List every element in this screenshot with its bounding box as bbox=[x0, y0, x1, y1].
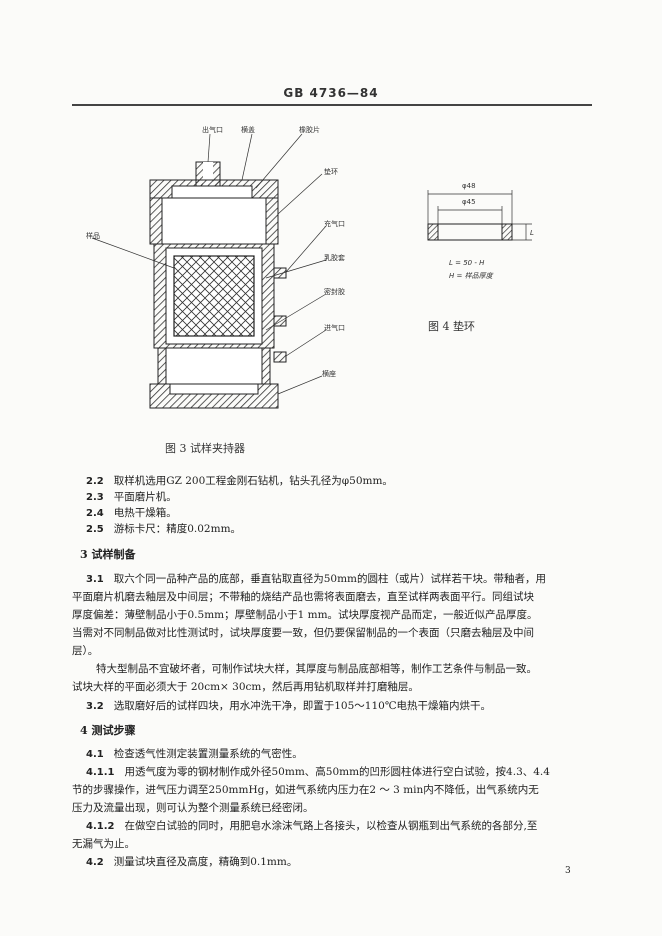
clause-3-2: 选取磨好后的试样四块，用水冲洗干净，即置于105～110℃电热干燥箱内烘干。 bbox=[113, 700, 492, 712]
clause-4-1-2-line2: 无漏气为止。 bbox=[72, 838, 135, 850]
dim-outer-diameter: φ48 bbox=[462, 182, 476, 190]
clause-3-1-line2: 平面磨片机磨去釉层及中间层；不带釉的烧结产品也需将表面磨去，直至试样两表面平行。… bbox=[72, 591, 534, 603]
figure-4-diagram bbox=[427, 190, 532, 241]
clause-2-2: 取样机选用GZ 200工程金刚石钻机，钻头孔径为φ50mm。 bbox=[113, 475, 393, 487]
clause-number: 4.2 bbox=[86, 857, 104, 868]
clause-3-1-line5: 层）。 bbox=[72, 645, 99, 657]
clause-4-1-1-line2: 节的步骤操作，进气压力调至250mmHg，如进气系统内压力在2 ～ 3 min内… bbox=[72, 784, 539, 796]
label-inflate-port: 充气口 bbox=[324, 220, 345, 228]
label-outlet: 出气口 bbox=[202, 126, 223, 134]
clause-4-1: 检查透气性测定装置测量系统的气密性。 bbox=[113, 748, 303, 760]
clause-3-1-line1: 取六个同一品种产品的底部，垂直钻取直径为50mm的圆柱（或片）试样若干块。带釉者… bbox=[113, 573, 547, 585]
page-header: GB 4736—84 bbox=[283, 86, 379, 100]
gasket-formula-note: H = 样品厚度 bbox=[449, 272, 493, 280]
clause-number: 2.3 bbox=[86, 492, 104, 503]
figure-4-caption: 图 4 垫环 bbox=[428, 320, 475, 333]
clause-2-4: 电热干燥箱。 bbox=[113, 507, 177, 519]
clause-3-1-line3: 厚度偏差：薄壁制品小于0.5mm；厚壁制品小于1 mm。试块厚度视产品而定，一般… bbox=[72, 609, 538, 621]
clause-number: 4.1.1 bbox=[86, 767, 115, 778]
clause-3-1-para2-line2: 试块大样的平面必须大于 20cm× 30cm，然后再用钻机取样并打磨釉层。 bbox=[72, 681, 419, 693]
label-gasket: 垫环 bbox=[324, 168, 338, 176]
gasket-formula: L = 50 - H bbox=[449, 259, 485, 267]
section-3-heading: 3 试样制备 bbox=[80, 548, 136, 561]
clause-number: 2.5 bbox=[86, 524, 104, 535]
clause-3-1-line4: 当需对不同制品做对比性测试时，试块厚度要一致，但仍要保留制品的一个表面（只磨去釉… bbox=[72, 627, 534, 639]
header-rule bbox=[72, 104, 592, 106]
figure-3-caption: 图 3 试样夹持器 bbox=[165, 442, 245, 455]
clause-number: 4.1 bbox=[86, 749, 104, 760]
label-cap: 横盖 bbox=[241, 126, 255, 134]
label-inlet: 进气口 bbox=[324, 324, 345, 332]
clause-4-1-1-line3: 压力及流量出现，则可认为整个测量系统已经密闭。 bbox=[72, 802, 314, 814]
label-sample: 样品 bbox=[86, 232, 100, 240]
clause-4-2: 测量试块直径及高度，精确到0.1mm。 bbox=[113, 856, 298, 868]
label-sealant: 密封胶 bbox=[324, 288, 345, 296]
clause-number: 4.1.2 bbox=[86, 821, 115, 832]
section-4-heading: 4 测试步骤 bbox=[80, 724, 136, 737]
figure-3-diagram bbox=[91, 133, 327, 409]
clause-4-1-2-line1: 在做空白试验的同时，用肥皂水涂沫气路上各接头，以检查从钢瓶到出气系统的各部分,至 bbox=[124, 820, 538, 832]
clause-2-3: 平面磨片机。 bbox=[113, 491, 177, 503]
label-rubber-sheet: 橡胶片 bbox=[299, 126, 320, 134]
clause-number: 3.1 bbox=[86, 574, 104, 585]
clause-3-1-para2-line1: 特大型制品不宜破坏者，可制作试块大样，其厚度与制品底部相等，制作工艺条件与制品一… bbox=[96, 663, 537, 675]
clause-number: 2.4 bbox=[86, 508, 104, 519]
clause-number: 2.2 bbox=[86, 476, 104, 487]
dim-height: L bbox=[530, 229, 534, 237]
clause-2-5: 游标卡尺：精度0.02mm。 bbox=[113, 523, 242, 535]
page-number: 3 bbox=[565, 866, 571, 876]
dim-inner-diameter: φ45 bbox=[462, 198, 476, 206]
clause-number: 3.2 bbox=[86, 701, 104, 712]
clause-4-1-1-line1: 用透气度为零的钢材制作成外径50mm、高50mm的凹形圆柱体进行空白试验，按4.… bbox=[124, 766, 550, 778]
label-base: 横座 bbox=[322, 370, 336, 378]
label-rubber-sleeve: 乳胶套 bbox=[324, 254, 345, 262]
